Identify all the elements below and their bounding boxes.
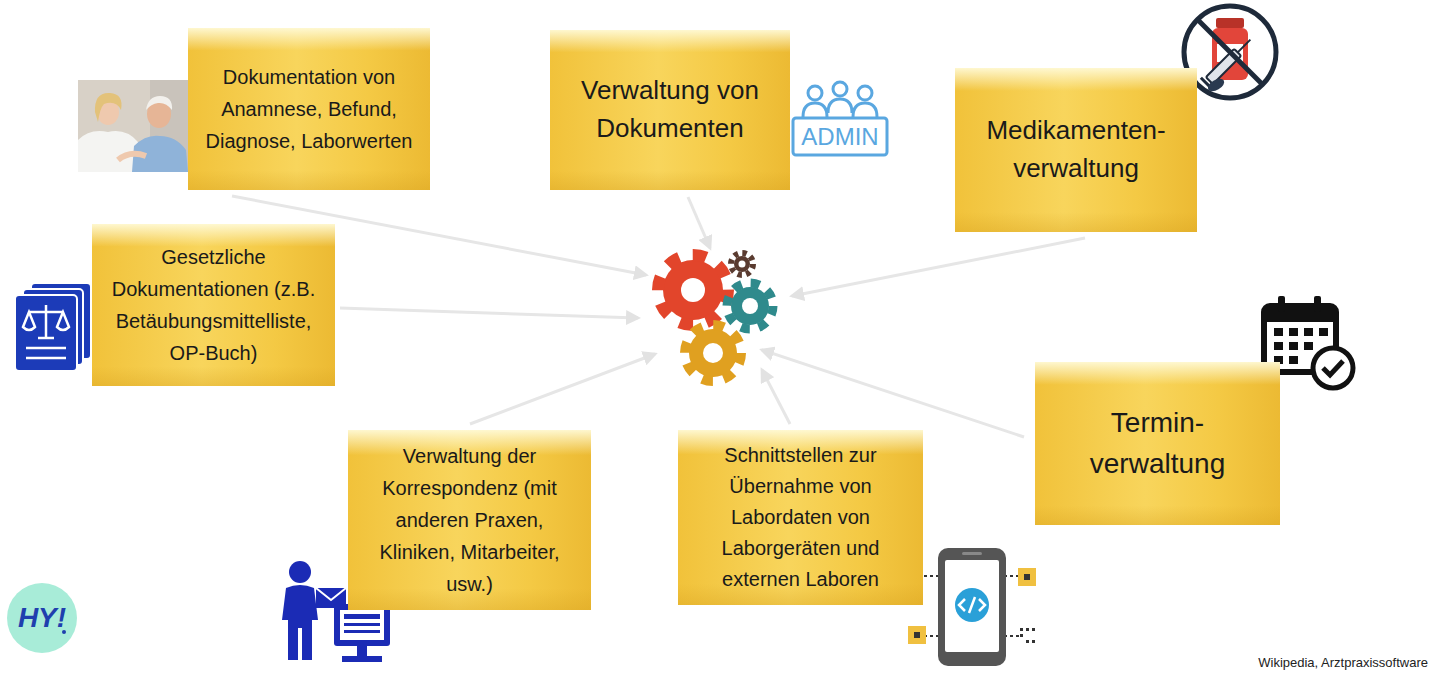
medication-icon (1184, 6, 1276, 98)
feature-box: Medikamenten- verwaltung (955, 68, 1197, 232)
box-text: Medikamenten- verwaltung (967, 112, 1185, 187)
feature-box: Dokumentation von Anamnese, Befund, Diag… (188, 28, 430, 190)
logo-text: HY! (7, 598, 77, 638)
feature-box: Verwaltung von Dokumenten (550, 30, 790, 190)
api-phone-icon (908, 548, 1036, 666)
icon-caption: ADMIN (793, 118, 887, 155)
box-text: Termin- verwaltung (1047, 403, 1268, 484)
label-text: ADMIN (801, 123, 878, 151)
pointer-arrows (232, 196, 1085, 437)
label-text: HY! (18, 602, 66, 634)
admin-icon (793, 82, 887, 155)
box-text: Verwaltung der Korrespondenz (mit andere… (360, 440, 579, 600)
gears-icon (658, 253, 773, 381)
feature-box: Schnittstellen zur Übernahme von Laborda… (678, 430, 923, 605)
feature-box: Termin- verwaltung (1035, 362, 1280, 525)
box-text: Verwaltung von Dokumenten (562, 72, 778, 147)
law-document-icon (15, 283, 91, 371)
consultation-photo (78, 80, 190, 172)
logo-badge (7, 583, 77, 653)
box-text: Schnittstellen zur Übernahme von Laborda… (690, 440, 911, 595)
box-text: Gesetzliche Dokumentationen (z.B. Betäub… (104, 241, 323, 369)
box-text: Dokumentation von Anamnese, Befund, Diag… (200, 61, 418, 157)
source-note: Wikipedia, Arztpraxissoftware (1190, 652, 1428, 672)
label-text: Wikipedia, Arztpraxissoftware (1258, 655, 1428, 670)
feature-box: Verwaltung der Korrespondenz (mit andere… (348, 430, 591, 610)
feature-box: Gesetzliche Dokumentationen (z.B. Betäub… (92, 224, 335, 386)
